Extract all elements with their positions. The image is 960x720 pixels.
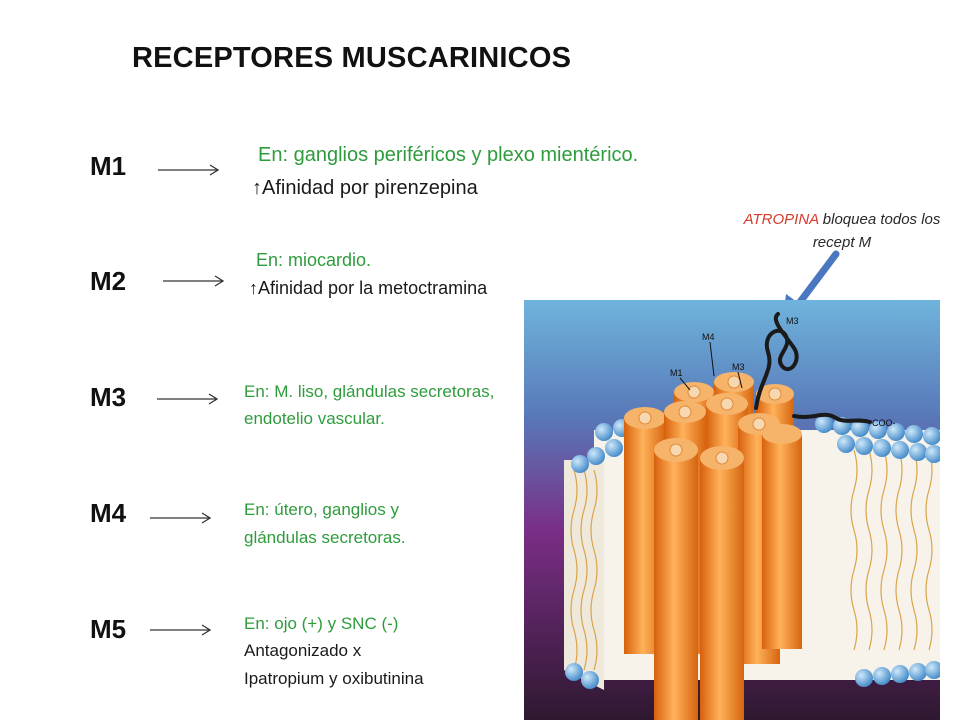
receptor-helices [624,372,802,720]
receptor-membrane-illustration: M1 M4 M3 M3 COO- [524,300,940,720]
m4-location-line1: En: útero, ganglios y [244,500,399,519]
m4-location-line2: glándulas secretoras. [244,528,406,547]
arrow-m1 [158,164,220,176]
page-title: RECEPTORES MUSCARINICOS [132,42,572,74]
m3-location-line2: endotelio vascular. [244,409,385,428]
receptor-label-m5: M5 [90,614,127,644]
m5-antagonist-line2: Ipatropium y oxibutinina [244,669,424,688]
arrow-m5 [150,624,212,636]
m2-affinity: ↑Afinidad por la metoctramina [249,278,488,298]
atropine-annotation-text: bloquea todos los recept M [812,211,941,251]
arrow-m3 [157,393,219,405]
arrow-m2 [163,275,225,287]
receptor-label-m3: M3 [90,382,127,412]
m5-location: En: ojo (+) y SNC (-) [244,614,399,633]
arrow-m4 [150,512,212,524]
figure-label-coo: COO- [872,418,896,428]
figure-label-m3: M3 [732,362,745,372]
m1-location: En: ganglios periféricos y plexo mientér… [258,144,639,166]
receptor-label-m2: M2 [90,266,127,296]
receptor-label-m4: M4 [90,498,127,528]
receptor-label-m1: M1 [90,151,127,181]
m3-location-line1: En: M. liso, glándulas secretoras, [244,382,495,401]
m5-antagonist-line1: Antagonizado x [244,641,362,660]
m1-affinity: ↑Afinidad por pirenzepina [252,177,478,199]
figure-label-m3-top: M3 [786,316,799,326]
m2-location: En: miocardio. [256,250,372,270]
figure-label-m1: M1 [670,368,683,378]
atropine-drug-name: ATROPINA [743,211,819,228]
figure-label-m4: M4 [702,332,715,342]
receptor-loop [754,312,872,424]
atropine-annotation: ATROPINA bloquea todos los recept M [724,208,960,254]
